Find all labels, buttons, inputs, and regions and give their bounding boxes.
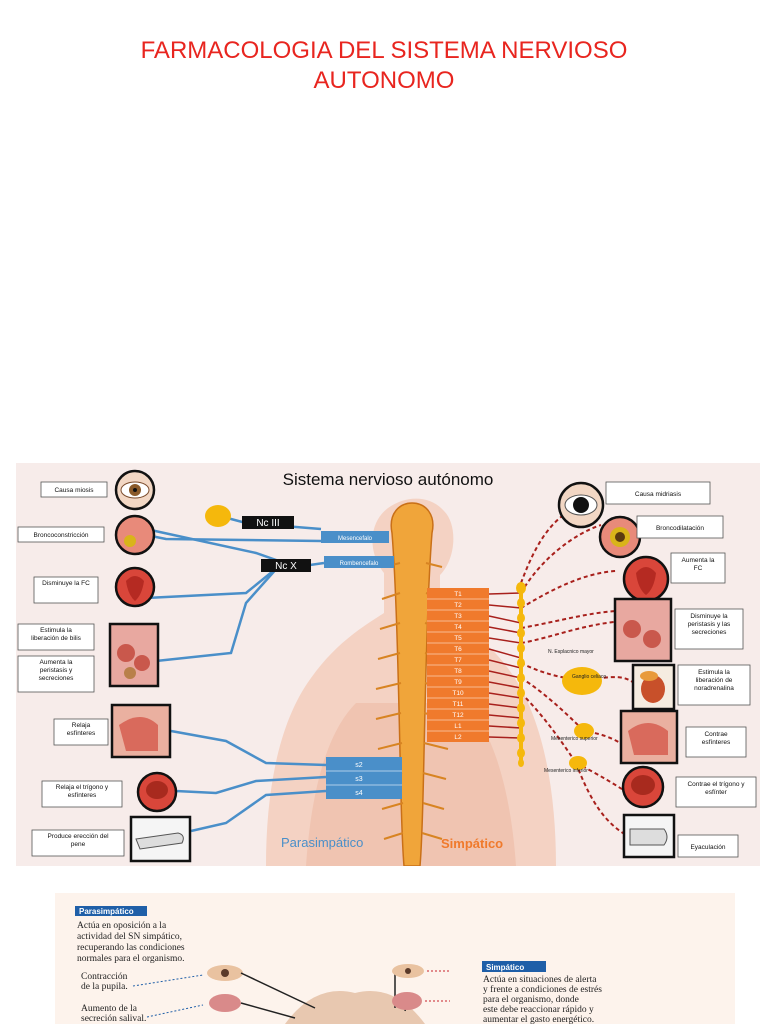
simp-text-1: y frente a condiciones de estrés bbox=[483, 984, 602, 995]
left-label-1: Broncoconstricción bbox=[34, 532, 89, 539]
para-item2-1: secreción salival. bbox=[81, 1014, 146, 1024]
autonomic-diagram: Sistema nervioso autónomo bbox=[16, 463, 760, 866]
para-text-1: actividad del SN simpático, bbox=[77, 932, 182, 942]
mesencefalo-box bbox=[321, 531, 389, 543]
comparison-figure: Parasimpático Actúa en oposición a la ac… bbox=[55, 893, 735, 1024]
left-organ-icons bbox=[108, 469, 192, 863]
vertebra-l1: L1 bbox=[454, 723, 462, 730]
mesencefalo-label: Mesencefalo bbox=[338, 536, 373, 542]
diagram-heading: Sistema nervioso autónomo bbox=[283, 470, 494, 489]
label-mes-sup: Mesenterico superior bbox=[551, 736, 598, 742]
simp-text-0: Actúa en situaciones de alerta bbox=[483, 975, 597, 985]
simp-tag: Simpático bbox=[486, 963, 524, 972]
ganglion-celiac bbox=[562, 667, 602, 695]
nc3-box bbox=[242, 516, 294, 529]
vertebra-t11: T11 bbox=[453, 701, 464, 708]
right-label-2: Aumenta la FC bbox=[681, 557, 715, 572]
simpatico-label: Simpático bbox=[441, 836, 503, 851]
ncx-box bbox=[261, 559, 311, 572]
vertebra-t10: T10 bbox=[452, 690, 464, 697]
vertebra-t1: T1 bbox=[454, 591, 462, 598]
right-label-3: Disminuye la peristasis y las secrecione… bbox=[687, 613, 731, 636]
comparison-figure-svg: Parasimpático Actúa en oposición a la ac… bbox=[75, 906, 602, 1024]
left-label-5: Relaja esfínteres bbox=[66, 722, 96, 737]
vertebra-t4: T4 bbox=[454, 624, 462, 631]
simp-text-2: para el organismo, donde bbox=[483, 995, 579, 1005]
mouth-icon-left bbox=[209, 994, 241, 1012]
para-text-3: normales para el organismo. bbox=[77, 954, 184, 964]
para-item1-0: Contracción bbox=[81, 972, 128, 982]
left-label-0: Causa miosis bbox=[54, 487, 94, 494]
left-label-6: Relaja el trígono y esfínteres bbox=[55, 784, 109, 799]
left-label-2: Disminuye la FC bbox=[42, 580, 90, 587]
sacral-s2: s2 bbox=[355, 762, 363, 769]
label-mes-inf: Mesenterico inferior bbox=[544, 768, 588, 774]
rombencefalo-box bbox=[324, 556, 394, 568]
vertebra-l2: L2 bbox=[454, 734, 462, 741]
para-text-0: Actúa en oposición a la bbox=[77, 921, 167, 931]
right-label-6: Contrae el trígono y esfínter bbox=[687, 781, 745, 796]
left-label-boxes: Causa miosis Broncoconstricción Disminuy… bbox=[17, 481, 125, 857]
title-line-1: FARMACOLOGIA DEL SISTEMA NERVIOSO bbox=[140, 37, 628, 64]
right-label-7: Eyaculación bbox=[690, 844, 725, 851]
vertebra-t6: T6 bbox=[454, 646, 462, 653]
vertebra-t8: T8 bbox=[454, 668, 462, 675]
left-label-3: Estimula la liberación de bilis bbox=[31, 627, 81, 642]
simp-text-3: este debe reaccionar rápido y bbox=[483, 1005, 594, 1015]
right-label-5: Contrae esfínteres bbox=[701, 731, 731, 746]
vertebra-t9: T9 bbox=[454, 679, 462, 686]
sacral-s4: s4 bbox=[355, 790, 363, 797]
brain-icon bbox=[285, 991, 425, 1024]
ganglion-ciliary bbox=[205, 505, 231, 527]
para-item2-0: Aumento de la bbox=[81, 1004, 138, 1014]
label-esplacnico: N. Esplacnico mayor bbox=[548, 649, 594, 655]
sacral-box bbox=[326, 757, 402, 799]
left-label-4: Aumenta la peristasis y secreciones bbox=[38, 659, 74, 682]
bronchi-icon-left bbox=[114, 514, 156, 556]
ganglion-mes-inf bbox=[569, 756, 587, 770]
label-ganglio: Ganglio celiaco bbox=[572, 674, 606, 680]
simp-text-4: aumentar el gasto energético. bbox=[483, 1015, 594, 1024]
vertebra-t3: T3 bbox=[454, 613, 462, 620]
parasimpatico-label: Parasimpático bbox=[281, 835, 363, 850]
right-label-0: Causa midriasis bbox=[635, 491, 682, 498]
vertebra-t7: T7 bbox=[454, 657, 462, 664]
vertebra-t5: T5 bbox=[454, 635, 462, 642]
right-organ-icons bbox=[557, 481, 679, 859]
ncx-label: Nc X bbox=[275, 561, 297, 572]
mouth-icon-right bbox=[392, 992, 422, 1010]
ganglion-mes-sup bbox=[574, 723, 594, 739]
sacral-s3: s3 bbox=[355, 776, 363, 783]
left-label-7: Produce erección del pene bbox=[47, 833, 109, 848]
para-item1-1: de la pupila. bbox=[81, 982, 128, 992]
page-title: FARMACOLOGIA DEL SISTEMA NERVIOSO AUTONO… bbox=[0, 36, 768, 96]
vertebra-t12: T12 bbox=[452, 712, 464, 719]
right-label-4: Estimula la liberación de noradrenalina bbox=[694, 669, 734, 692]
nc3-label: Nc III bbox=[256, 518, 279, 529]
right-label-boxes: Causa midriasis Broncodilatación Aumenta… bbox=[605, 481, 757, 858]
title-line-2: AUTONOMO bbox=[313, 67, 455, 94]
vertebra-t2: T2 bbox=[454, 602, 462, 609]
para-text-2: recuperando las condiciones bbox=[77, 943, 185, 953]
right-label-1: Broncodilatación bbox=[656, 525, 704, 532]
para-tag: Parasimpático bbox=[79, 907, 134, 916]
vertebra-connections bbox=[488, 592, 522, 739]
rombencefalo-label: Rombencefalo bbox=[340, 561, 379, 567]
autonomic-diagram-svg: Sistema nervioso autónomo bbox=[17, 469, 757, 866]
